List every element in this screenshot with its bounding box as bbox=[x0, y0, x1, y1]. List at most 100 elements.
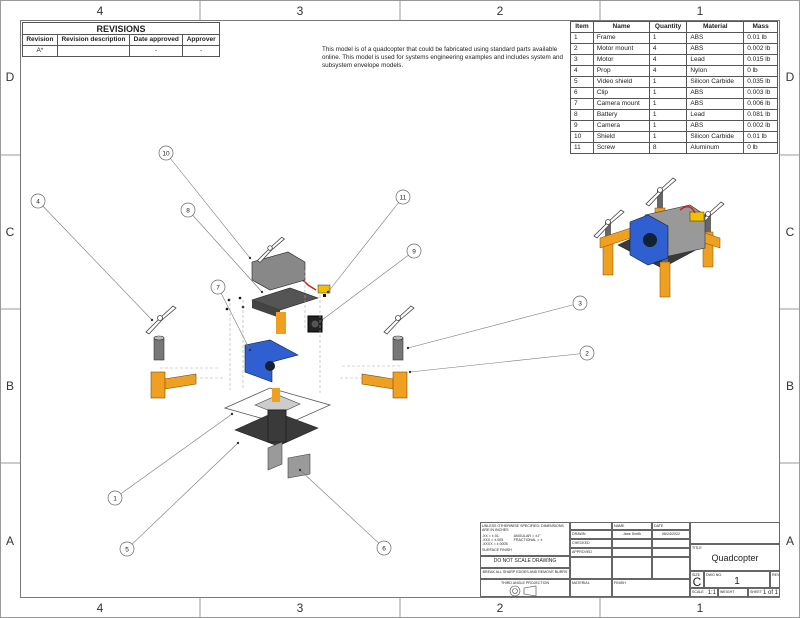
bom-cell: Video shield bbox=[592, 76, 650, 88]
screw bbox=[227, 298, 231, 302]
bom-cell: Camera mount bbox=[592, 98, 650, 110]
leader-line bbox=[165, 152, 251, 259]
bom-cell: Aluminum bbox=[686, 142, 745, 154]
bom-cell: Screw bbox=[592, 142, 650, 154]
motor-mount-post bbox=[150, 371, 166, 399]
iso-connector bbox=[689, 211, 705, 222]
prop-hub bbox=[605, 219, 611, 225]
tol: .XXX = ±.005 bbox=[482, 538, 504, 542]
bom-cell: Motor bbox=[592, 54, 650, 66]
exploded-view bbox=[145, 236, 415, 479]
bom-cell: ABS bbox=[686, 43, 745, 55]
rev-header: Approver bbox=[182, 34, 220, 46]
bom-cell: Nylon bbox=[686, 65, 745, 77]
leader-dot bbox=[260, 290, 264, 294]
rev-cell bbox=[56, 45, 131, 57]
camera-lens-hole bbox=[265, 361, 275, 371]
bom-cell: 1 bbox=[648, 98, 688, 110]
balloon bbox=[579, 345, 595, 361]
leader-line bbox=[114, 413, 233, 499]
leader-dot bbox=[326, 290, 330, 294]
bom-header: Item bbox=[570, 21, 594, 33]
bom-cell: 11 bbox=[570, 142, 594, 154]
bom-cell: 7 bbox=[570, 98, 594, 110]
balloon-label: 4 bbox=[36, 198, 40, 205]
camera-lens bbox=[311, 320, 319, 328]
zone-row-label: D bbox=[5, 70, 15, 84]
bom-cell: Clip bbox=[592, 87, 650, 99]
name-label: NAME bbox=[612, 522, 652, 530]
bom-cell: Prop bbox=[592, 65, 650, 77]
battery-strap bbox=[276, 312, 286, 334]
clip bbox=[287, 453, 311, 479]
zone-row-label: C bbox=[5, 225, 15, 239]
sheet-label: SHEET bbox=[750, 590, 762, 594]
scale-label: SCALE bbox=[692, 590, 704, 594]
motor-mount-post bbox=[392, 371, 408, 399]
bom-cell: 0.081 lb bbox=[743, 109, 778, 121]
tol: FRACTIONAL = ± bbox=[513, 538, 543, 542]
motor-top bbox=[392, 335, 404, 341]
bom-cell: 4 bbox=[648, 43, 688, 55]
bom-cell: 4 bbox=[570, 65, 594, 77]
iso-wire bbox=[679, 205, 696, 214]
bom-cell: 2 bbox=[570, 43, 594, 55]
bom-cell: Frame bbox=[592, 32, 650, 44]
video-shield bbox=[267, 441, 283, 471]
rev-header: Revision description bbox=[56, 34, 131, 46]
zone-column-label: 4 bbox=[96, 601, 104, 615]
leader-line bbox=[126, 442, 239, 550]
bom-cell: 0.01 lb bbox=[743, 32, 778, 44]
screw bbox=[323, 294, 326, 297]
bom-cell: Lead bbox=[686, 109, 745, 121]
bom-cell: Motor mount bbox=[592, 43, 650, 55]
camera-mount bbox=[244, 339, 299, 383]
bom-cell: 4 bbox=[648, 65, 688, 77]
balloon-label: 1 bbox=[113, 495, 117, 502]
frame-spacer bbox=[267, 409, 287, 443]
approved-label: APPROVED bbox=[570, 548, 612, 557]
leader-dot bbox=[150, 318, 154, 322]
rev-cell: - bbox=[182, 45, 220, 57]
balloon-label: 6 bbox=[382, 545, 386, 552]
title-cell: TITLE Quadcopter bbox=[690, 544, 780, 571]
zone-row-label: A bbox=[785, 534, 794, 548]
leader-dot bbox=[230, 412, 234, 416]
bom-cell: 0.003 lb bbox=[743, 87, 778, 99]
bom-header: Name bbox=[592, 21, 650, 33]
bom-header: Quantity bbox=[648, 21, 688, 33]
finish-label: FINISH bbox=[612, 579, 690, 597]
balloon-label: 8 bbox=[186, 207, 190, 214]
bom-cell: ABS bbox=[686, 98, 745, 110]
leader-dot bbox=[320, 318, 324, 322]
scale-value: 1:1 bbox=[707, 590, 716, 596]
drawn-name: Jane Smith bbox=[612, 530, 652, 539]
balloon bbox=[395, 189, 411, 205]
leader-dot bbox=[248, 256, 252, 260]
bom-cell: 1 bbox=[648, 76, 688, 88]
description-note: This model is of a quadcopter that could… bbox=[322, 46, 564, 69]
leader-line bbox=[187, 209, 263, 293]
screw bbox=[238, 296, 242, 300]
balloon bbox=[572, 295, 588, 311]
assembled-view bbox=[593, 177, 725, 298]
bom-cell: 1 bbox=[648, 109, 688, 121]
tolerance-cell: UNLESS OTHERWISE SPECIFIED: DIMENSIONS A… bbox=[480, 522, 570, 556]
title-block: UNLESS OTHERWISE SPECIFIED: DIMENSIONS A… bbox=[480, 522, 780, 597]
revisions-title: REVISIONS bbox=[22, 22, 220, 35]
balloon-label: 3 bbox=[578, 300, 582, 307]
tolerance-note: UNLESS OTHERWISE SPECIFIED: DIMENSIONS A… bbox=[482, 524, 564, 532]
motor bbox=[392, 337, 404, 361]
prop-hub bbox=[705, 211, 711, 217]
bom-cell: 3 bbox=[570, 54, 594, 66]
weight-label: WEIGHT bbox=[718, 588, 748, 597]
bom-cell: Battery bbox=[592, 109, 650, 121]
